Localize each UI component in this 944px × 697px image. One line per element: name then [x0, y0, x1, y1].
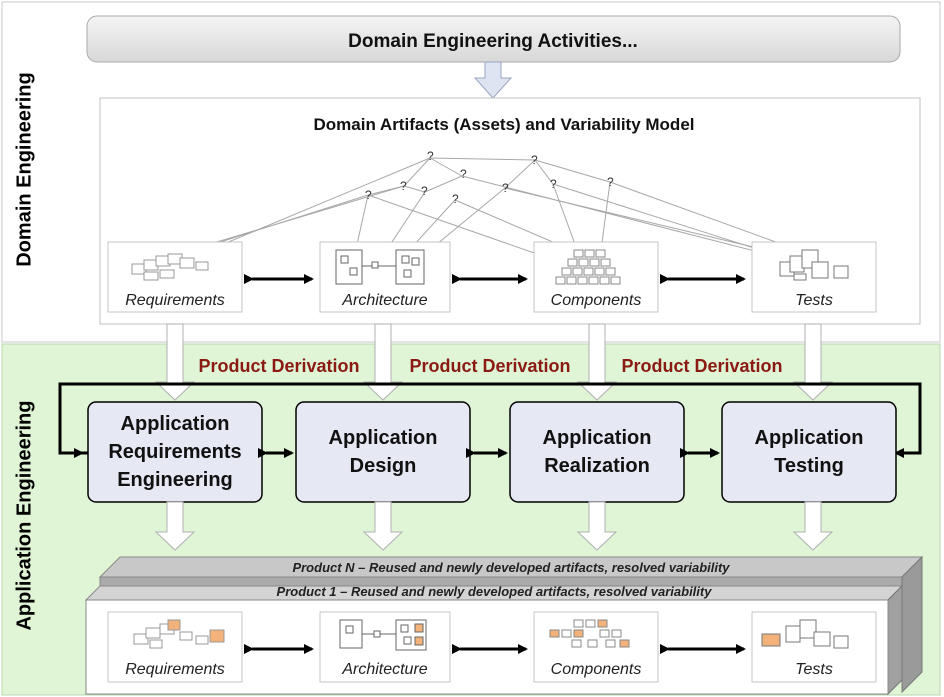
application-process-boxes — [87, 401, 897, 503]
variation-point: ? — [400, 179, 407, 193]
application-engineering-side-label: Application Engineering — [13, 400, 36, 631]
variation-point: ? — [502, 181, 509, 195]
variation-point: ? — [550, 177, 557, 191]
process-label-line1: Application — [329, 427, 438, 449]
process-label-line2: Realization — [544, 455, 650, 477]
product-derivation-labels: Product Derivation Product Derivation Pr… — [198, 356, 782, 376]
variation-points: ? ? ? ? ? ? ? ? ? ? — [365, 149, 614, 206]
application-process-labels: Application Requirements Engineering App… — [108, 413, 863, 491]
process-label-line2: Testing — [774, 455, 844, 477]
domain-artifact-requirements: Requirements — [107, 241, 243, 313]
product-artifact-requirements: Requirements — [107, 611, 243, 683]
process-label-line2: Requirements — [108, 441, 241, 463]
variation-point: ? — [452, 192, 459, 206]
product-derivation-label: Product Derivation — [409, 356, 570, 376]
domain-artifact-label: Tests — [795, 292, 833, 309]
variation-point: ? — [365, 188, 372, 202]
process-label-line2: Design — [350, 455, 417, 477]
domain-artifact-components: Components — [533, 241, 659, 313]
domain-artifact-architecture: Architecture — [319, 241, 451, 313]
process-realization — [509, 401, 685, 503]
domain-artifacts-title: Domain Artifacts (Assets) and Variabilit… — [313, 115, 694, 134]
variation-point: ? — [427, 149, 434, 163]
product-artifact-components: Components — [533, 611, 659, 683]
variation-point: ? — [531, 153, 538, 167]
product-artifact-label: Architecture — [341, 661, 427, 678]
product-artifact-architecture: Architecture — [319, 611, 451, 683]
domain-artifact-label: Architecture — [341, 292, 427, 309]
domain-artifact-label: Requirements — [125, 292, 225, 309]
product-artifact-tests: Tests — [751, 611, 877, 683]
domain-activities-label: Domain Engineering Activities... — [348, 31, 638, 52]
product-derivation-label: Product Derivation — [621, 356, 782, 376]
process-label-line1: Application — [121, 413, 230, 435]
variation-point: ? — [421, 184, 428, 198]
product-n-label: Product N – Reused and newly developed a… — [292, 560, 730, 575]
product-artifact-label: Requirements — [125, 661, 225, 678]
domain-artifact-label: Components — [551, 292, 642, 309]
process-label-line3: Engineering — [117, 469, 233, 491]
variation-point: ? — [607, 175, 614, 189]
domain-engineering-side-label: Domain Engineering — [13, 72, 36, 267]
domain-artifact-tests: Tests — [751, 241, 877, 313]
product-artifact-label: Components — [551, 661, 642, 678]
product-output-arrows — [154, 501, 834, 551]
product-derivation-label: Product Derivation — [198, 356, 359, 376]
process-label-line1: Application — [543, 427, 652, 449]
variation-point: ? — [460, 167, 467, 181]
product-1-label: Product 1 – Reused and newly developed a… — [277, 584, 713, 599]
product-artifact-label: Tests — [795, 661, 833, 678]
process-testing — [721, 401, 897, 503]
process-design — [295, 401, 471, 503]
process-label-line1: Application — [755, 427, 864, 449]
derivation-arrows — [154, 323, 834, 401]
activities-down-arrow — [473, 61, 513, 99]
